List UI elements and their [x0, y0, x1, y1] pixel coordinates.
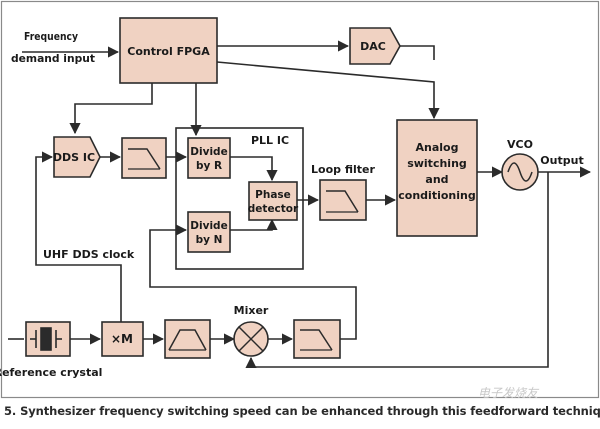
- analog-label-4: conditioning: [398, 189, 475, 202]
- mixer-label: Mixer: [234, 304, 269, 317]
- dds-ic-block: [53, 136, 101, 178]
- sine-wave-icon: [507, 162, 533, 182]
- signal-wires: [8, 40, 592, 369]
- watermark: 电子发烧友: [478, 386, 539, 400]
- divide-n-label-1: Divide: [190, 220, 227, 232]
- lowpass-icon: [300, 329, 333, 351]
- bandpass-icon: [168, 329, 207, 351]
- control-fpga-block: [119, 17, 218, 84]
- uhf-dds-clock-label: UHF DDS clock: [43, 248, 135, 261]
- outer-frame: [0, 0, 600, 399]
- phase-detector-label-2: detector: [248, 203, 299, 215]
- phase-detector-block: [248, 181, 298, 221]
- figure-caption: 5. Synthesizer frequency switching speed…: [4, 404, 600, 418]
- dds-ic-label: DDS IC: [53, 151, 95, 164]
- analog-switching-block: [396, 119, 478, 237]
- output-label: Output: [540, 154, 583, 167]
- frequency-demand-label-1: Frequency: [24, 30, 78, 43]
- vco-label: VCO: [507, 138, 533, 151]
- divide-n-label-2: by N: [196, 234, 223, 246]
- mixer-lowpass-filter: [293, 319, 341, 359]
- loop-filter-block: [319, 179, 367, 221]
- bandpass-filter: [164, 319, 211, 359]
- pll-ic-label: PLL IC: [251, 134, 289, 147]
- control-fpga-label: Control FPGA: [127, 45, 210, 58]
- divide-r-label-1: Divide: [190, 146, 227, 158]
- dac-label: DAC: [360, 40, 386, 53]
- dds-lowpass-filter: [121, 137, 167, 179]
- lowpass-icon: [326, 190, 359, 213]
- analog-label-1: Analog: [416, 141, 459, 154]
- reference-crystal-label: Reference crystal: [0, 366, 102, 379]
- dac-block: [349, 27, 401, 65]
- loop-filter-label: Loop filter: [311, 163, 375, 176]
- multiplier-label: ×M: [111, 332, 133, 346]
- multiplier-block: [101, 321, 144, 357]
- divide-by-r-block: [187, 137, 231, 179]
- frequency-demand-label-2: demand input: [11, 52, 95, 65]
- divide-by-n-block: [187, 211, 231, 253]
- analog-label-3: and: [425, 173, 448, 186]
- lowpass-icon: [128, 148, 161, 170]
- crystal-icon: [30, 327, 62, 351]
- phase-detector-label-1: Phase: [255, 189, 291, 201]
- divide-r-label-2: by R: [196, 160, 222, 172]
- analog-label-2: switching: [407, 157, 467, 170]
